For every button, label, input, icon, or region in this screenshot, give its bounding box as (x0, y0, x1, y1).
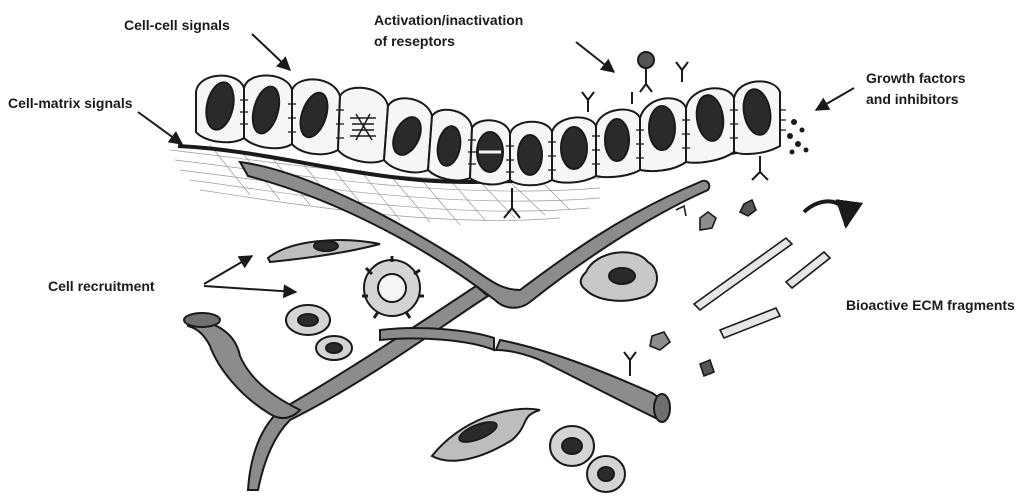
spindle-cell (432, 409, 540, 461)
stromal-cells (268, 240, 657, 492)
round-cell (587, 456, 625, 492)
epithelial-cell (596, 110, 640, 178)
epithelial-cell (292, 79, 340, 154)
dividing-cell (338, 88, 388, 163)
epithelial-cell (384, 98, 432, 172)
ecm-fibre (720, 308, 780, 338)
amoeboid-cell (581, 252, 657, 301)
epithelial-cell (734, 81, 780, 154)
arrow-growth (816, 88, 854, 110)
label-activation-line1: Activation/inactivation (374, 12, 523, 28)
epithelial-cell (686, 88, 734, 162)
star-fragment (700, 360, 714, 376)
label-activation-line2: of reseptors (374, 33, 455, 49)
star-fragment (740, 200, 756, 216)
star-fragment (650, 332, 670, 350)
label-growth-line1: Growth factors (866, 70, 966, 86)
round-cell (286, 305, 330, 335)
macrophage-cell (362, 256, 424, 318)
curved-arrow-icon (804, 201, 846, 226)
arrow-cell-matrix (138, 112, 182, 144)
label-cell-recruitment: Cell recruitment (48, 278, 155, 294)
label-cell-matrix-signals: Cell-matrix signals (8, 95, 133, 111)
cell-nucleus (605, 119, 629, 161)
round-cell (550, 426, 594, 466)
arrow-cell-cell (252, 34, 290, 70)
cell-nucleus (518, 135, 542, 175)
epithelial-cell (640, 98, 686, 171)
label-growth-line2: and inhibitors (866, 91, 959, 107)
epithelial-layer (196, 75, 780, 185)
cell-nucleus (561, 127, 587, 169)
epithelial-cell (244, 75, 292, 148)
star-fragment (700, 212, 716, 230)
epithelial-cell (552, 117, 596, 182)
ligand-icon (638, 52, 654, 68)
round-cell (316, 336, 352, 360)
epithelial-cell (510, 122, 552, 186)
ecm-fibre (694, 238, 792, 310)
cell-nucleus (649, 106, 675, 150)
growth-factor-dots (787, 119, 809, 155)
arrow-recruitment-up (204, 256, 252, 284)
label-cell-cell-signals: Cell-cell signals (124, 17, 230, 33)
vessel-left (188, 318, 300, 418)
epithelial-cell (428, 110, 472, 181)
label-ecm-fragments: Bioactive ECM fragments (846, 297, 1015, 313)
ecm-fibre (786, 252, 830, 288)
arrow-activation (576, 42, 614, 72)
arrow-recruitment-right (204, 286, 296, 292)
epithelial-cell (196, 76, 244, 143)
